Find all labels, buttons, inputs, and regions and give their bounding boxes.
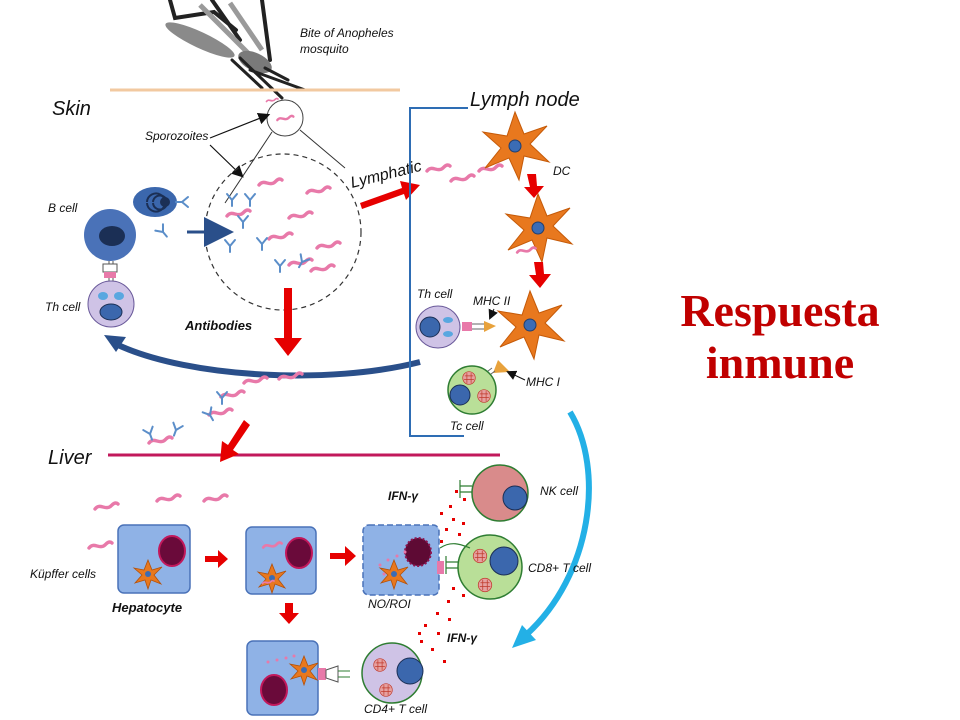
th-cell-node-label: Th cell [417,287,453,301]
lymph-to-skin-return-arc [116,342,421,379]
engulfed-sporozoite [515,246,537,254]
hepatocyte-1 [117,524,191,594]
nk-cell [459,464,529,522]
hepatocyte-2 [245,526,317,595]
hepatocyte-label: Hepatocyte [112,600,182,615]
cd4-t-cell-label: CD4+ T cell [364,702,427,716]
lymph-node-bracket [409,107,468,437]
dendritic-cell-2 [505,193,573,263]
no-roi-label: NO/ROI [368,597,411,611]
liver-step-arrow-2 [330,546,356,566]
infected-hepatocyte-dying [362,524,444,596]
lymph-to-skin-return-arrowhead [104,335,126,352]
th-cell-node [415,305,461,349]
lymph-node-region-label: Lymph node [470,89,580,111]
sporozoites-pointer-arrow-2 [209,144,244,178]
blood-to-liver-arrow [220,420,250,462]
tc-cell [447,365,497,415]
th-cell-skin [87,280,135,328]
respuesta-inmune-title: Respuesta inmune [660,285,900,389]
antibodies-label: Antibodies [184,318,252,333]
lymph-to-liver-cyan-arrowhead [512,625,536,648]
sporozoites-pointer-arrow-1 [209,112,271,139]
plasma-cell [133,187,189,217]
dc-label: DC [553,164,571,178]
ifn-gamma-top-label: IFN-γ [388,489,419,503]
mhc-ii-complex [462,321,496,332]
kupffer-cells-label: Küpffer cells [30,567,96,581]
b-cell [84,209,136,261]
dc-step-arrow-2 [529,262,551,288]
title-line-2: inmune [705,337,855,388]
dc-step-arrow-1 [524,174,544,198]
ifn-gamma-dots [418,490,466,663]
hepatocyte-3 [246,640,319,716]
b-th-synapse [102,261,118,284]
mosquito-illustration [165,0,307,100]
mosquito-label-line1: Bite of Anopheles [300,26,394,40]
liver-step-arrow-down [279,603,299,624]
b-cell-label: B cell [48,201,78,215]
mosquito-label-line2: mosquito [300,42,349,56]
antibodies-down-arrow [274,288,302,356]
sporozoites-label: Sporozoites [145,129,208,143]
free-antibody [154,223,172,241]
dermis-infection-site [204,153,362,311]
title-line-1: Respuesta [680,285,880,336]
ifn-gamma-bottom-label: IFN-γ [447,631,478,645]
mhc-i-label: MHC I [526,375,561,389]
cd8-t-cell-label: CD8+ T cell [528,561,591,575]
skin-region-label: Skin [52,98,91,120]
mhc-ii-pointer [488,308,498,320]
sporozoites-in-blood [142,371,304,445]
mhc-i-pointer [506,370,526,381]
liver-region-label: Liver [48,447,93,469]
cd8-t-cell [439,534,523,600]
liver-step-arrow-1 [205,550,228,568]
sporozoites-in-lymphatic [425,163,504,183]
mhc-ii-label: MHC II [473,294,511,308]
tc-cell-label: Tc cell [450,419,484,433]
lymph-to-liver-cyan-arc [523,410,592,638]
lymphatic-arrow [360,181,420,209]
nk-cell-label: NK cell [540,484,578,498]
cd4-t-cell [361,642,424,704]
th-cell-skin-label: Th cell [45,300,81,314]
cd4-hepatocyte-synapse [318,665,350,683]
